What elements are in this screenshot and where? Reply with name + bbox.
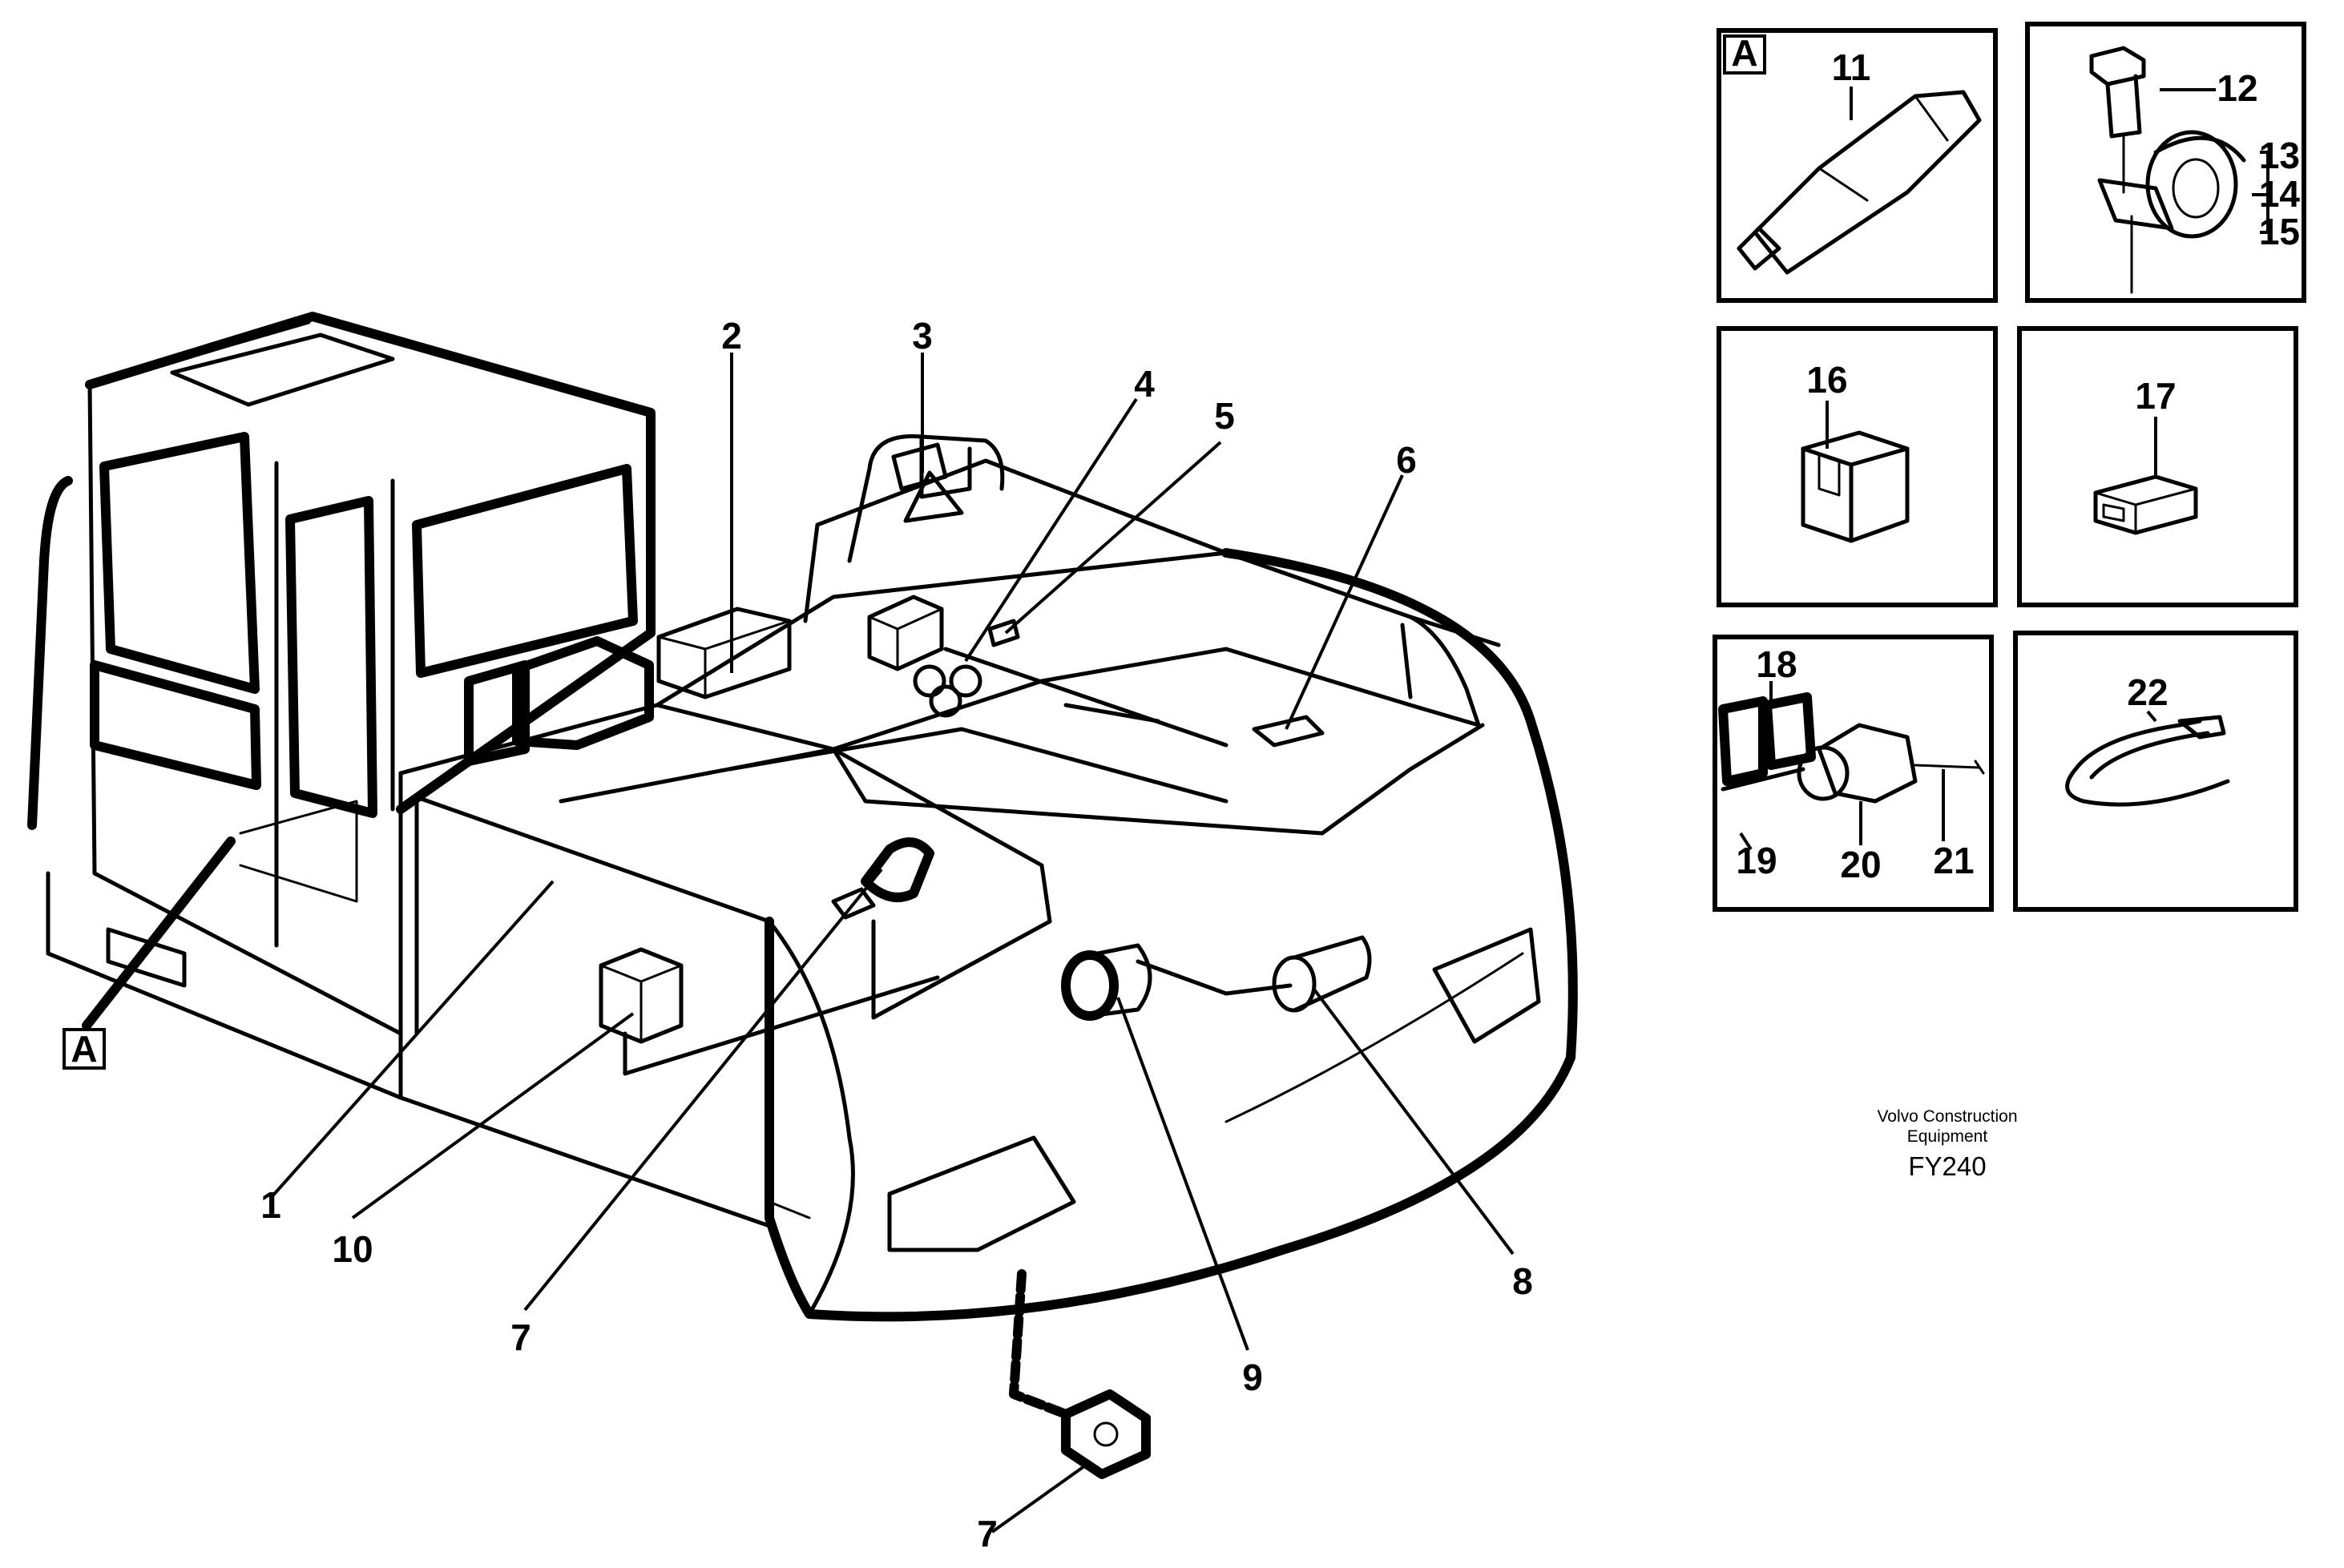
svg-text:A: A [71, 1028, 97, 1070]
wiring [1136, 959, 1293, 996]
title-block: Volvo Construction Equipment FY240 [1877, 1107, 2017, 1181]
part-7-work-lamp-lower [1009, 1269, 1151, 1479]
callout-1: 1 [260, 1184, 281, 1226]
company-line-2: Equipment [1907, 1127, 1988, 1146]
callout-7-lower: 7 [977, 1513, 998, 1554]
callout-9: 9 [1242, 1356, 1263, 1398]
callout-12: 12 [2217, 67, 2257, 109]
part-4-relay [867, 595, 982, 718]
part-18-21-lamp-assembly [1718, 692, 1985, 804]
cab [27, 312, 656, 1100]
callout-22: 22 [2127, 671, 2168, 713]
part-8-lamp [1272, 935, 1372, 1013]
part-9-lamp [1061, 943, 1152, 1021]
callout-3: 3 [912, 315, 933, 357]
part-3-beacon [891, 442, 964, 523]
detail-panel-16: 16 [1717, 326, 1998, 607]
part-11-connector-body [1737, 90, 1982, 275]
detail-panel-a: A 11 [1717, 28, 1998, 303]
callout-6: 6 [1396, 439, 1417, 481]
callout-4: 4 [1134, 363, 1155, 405]
figure-code: FY240 [1908, 1151, 1986, 1181]
callout-21: 21 [1933, 840, 1974, 881]
callout-5: 5 [1214, 395, 1235, 437]
callout-11: 11 [1832, 46, 1871, 88]
part-17-connector [2093, 474, 2198, 535]
svg-text:A: A [1731, 32, 1757, 74]
callout-7-upper: 7 [510, 1316, 531, 1358]
callout-13: 13 [2259, 135, 2300, 176]
part-22-cable-tie [2065, 715, 2230, 807]
callout-10: 10 [332, 1228, 373, 1270]
callout-labels: 1 2 3 4 5 6 7 7 8 9 10 [260, 315, 1533, 1554]
callout-19: 19 [1736, 840, 1777, 881]
part-16-relay-socket [1801, 430, 1910, 543]
callout-20: 20 [1840, 844, 1881, 885]
part-1-duct [464, 636, 654, 766]
callout-18: 18 [1756, 643, 1797, 685]
detail-panel-12-15: 12 13 14 15 [2025, 22, 2306, 303]
detail-panel-17: 17 [2017, 326, 2298, 607]
part-10-control-box [599, 947, 684, 1044]
leader-lines [82, 353, 1515, 1534]
deck [398, 434, 1578, 1322]
callout-16: 16 [1806, 359, 1847, 401]
callout-8: 8 [1512, 1260, 1533, 1302]
detail-panel-18-21: 18 19 20 21 [1713, 635, 1994, 912]
excavator-upper-structure-drawing [27, 312, 1578, 1479]
part-2-box [656, 607, 792, 699]
part-7-work-lamp-upper [831, 837, 934, 920]
callout-2: 2 [721, 315, 742, 357]
callout-17: 17 [2135, 375, 2176, 417]
detail-panel-22: 22 [2013, 631, 2298, 912]
company-line-1: Volvo Construction [1877, 1107, 2017, 1126]
part-5-connector [987, 619, 1020, 647]
detail-marker-main: A [63, 1028, 106, 1070]
part-13-15-bushing [2097, 130, 2246, 294]
